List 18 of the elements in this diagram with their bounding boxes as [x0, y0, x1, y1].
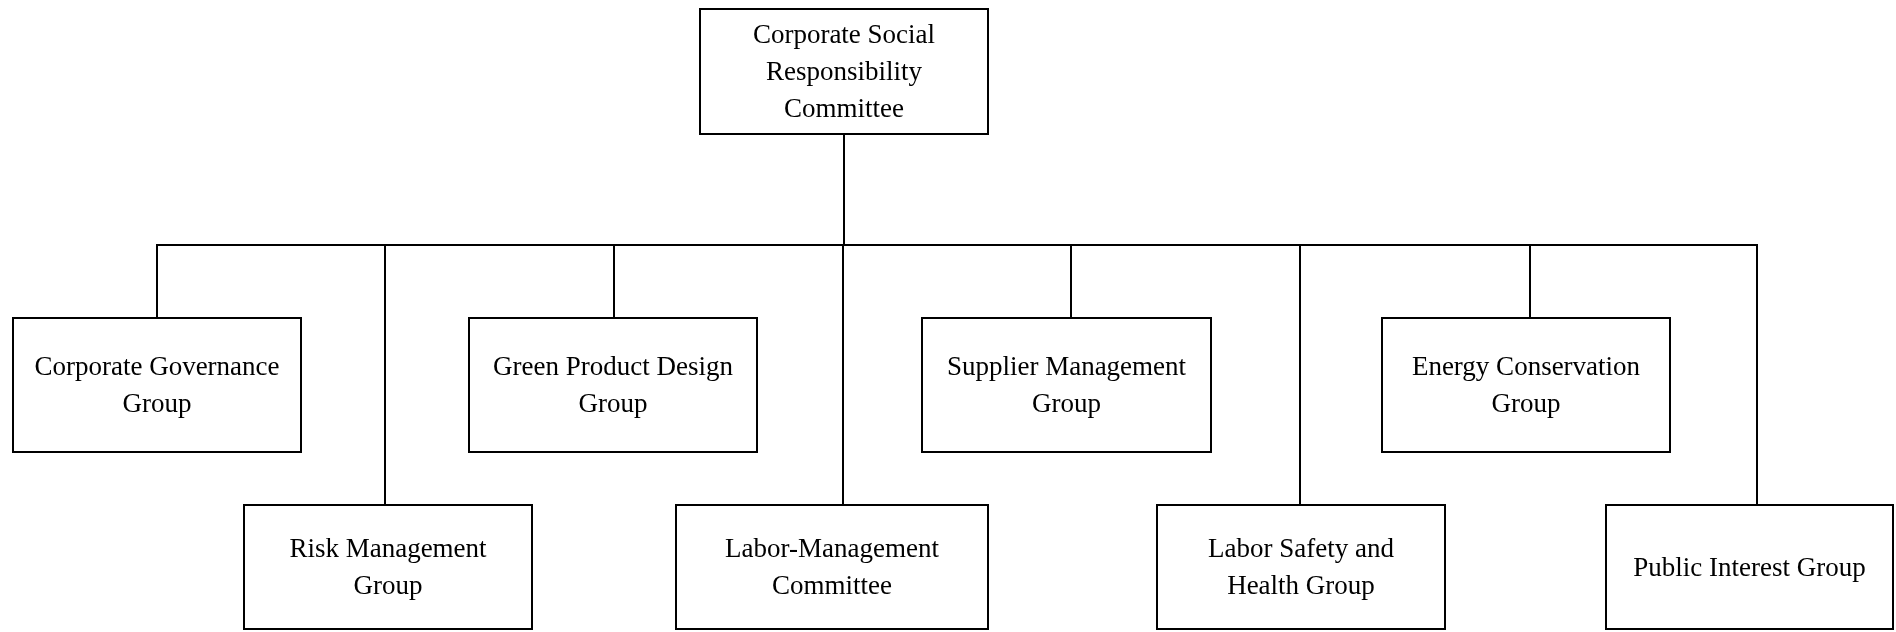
- box-label: Energy Conservation Group: [1410, 350, 1642, 420]
- org-box: [1156, 504, 1446, 630]
- box-label: Risk Management Group: [288, 532, 488, 602]
- org-box: [12, 317, 302, 453]
- org-box: [243, 504, 533, 630]
- box-label: Labor-Management Committee: [724, 532, 940, 602]
- box-label: Corporate Governance Group: [33, 350, 281, 420]
- box-label: Public Interest Group: [1633, 550, 1866, 584]
- org-box: [675, 504, 989, 630]
- org-box: [1605, 504, 1894, 630]
- box-label: Supplier Management Group: [945, 350, 1188, 420]
- org-box: [699, 8, 989, 135]
- org-box: [468, 317, 758, 453]
- box-label: Labor Safety and Health Group: [1207, 532, 1395, 602]
- box-label: Green Product Design Group: [492, 350, 734, 420]
- org-box: [1381, 317, 1671, 453]
- org-box: [921, 317, 1212, 453]
- box-label: Corporate Social Responsibility Committee: [751, 18, 937, 125]
